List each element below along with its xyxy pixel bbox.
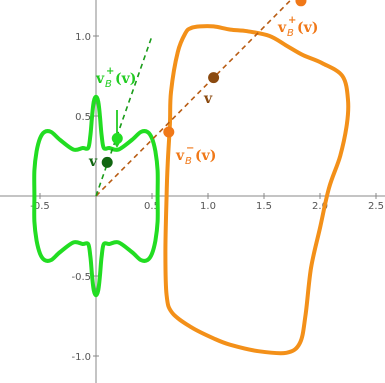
label-vB-plus-orange: v + B (v)	[277, 15, 318, 39]
label-v-green-text: v	[88, 154, 98, 170]
label-vB-plus-green: v + B (v)	[95, 66, 136, 90]
y-tick-label: -1.0	[71, 352, 91, 363]
point-vB-plus-orange	[295, 0, 307, 7]
label-vB-plus-green-sub: B	[105, 79, 112, 90]
point-vB-plus-green	[111, 132, 123, 144]
label-v-brown: v	[203, 91, 213, 107]
x-tick-label: -0.5	[30, 201, 50, 212]
y-tick-label: -0.5	[71, 272, 91, 283]
point-vB-minus-orange	[163, 126, 175, 138]
x-tick-label: 2.5	[368, 201, 384, 212]
green-dashed-ray	[95, 35, 153, 197]
label-vB-minus-orange-sup: −	[186, 143, 194, 154]
label-vB-plus-orange-sub: B	[287, 28, 294, 39]
point-v-dark-green	[101, 156, 113, 168]
x-tick-label: 0.5	[144, 201, 160, 212]
orange-dashed-ray	[95, 0, 292, 197]
label-vB-plus-green-arg: (v)	[115, 71, 136, 87]
orange-curve	[163, 24, 351, 356]
label-vB-minus-orange-arg: (v)	[195, 148, 216, 164]
label-v-green: v	[88, 154, 98, 170]
label-vB-plus-green-sup: +	[106, 66, 114, 77]
label-v-brown-text: v	[203, 91, 213, 107]
axis-ticks: -0.5 0.5 1.0 1.5 2.0 2.5 1.0 0.5 -0.5 -1.0	[30, 32, 384, 363]
label-vB-plus-orange-arg: (v)	[297, 20, 318, 36]
label-vB-plus-orange-main: v	[277, 20, 287, 36]
label-vB-plus-green-main: v	[95, 71, 105, 87]
green-curve	[32, 94, 160, 298]
x-tick-label: 1.0	[200, 201, 216, 212]
label-vB-minus-orange: v − B (v)	[175, 143, 216, 167]
points	[101, 0, 307, 168]
y-tick-label: 0.5	[75, 112, 91, 123]
label-vB-minus-orange-sub: B	[185, 156, 192, 167]
point-v-brown	[208, 72, 220, 84]
x-tick-label: 1.5	[256, 201, 272, 212]
label-vB-minus-orange-main: v	[175, 148, 185, 164]
label-vB-plus-orange-sup: +	[288, 15, 296, 26]
x-tick-label: 2.0	[312, 201, 328, 212]
y-tick-label: 1.0	[75, 32, 91, 43]
